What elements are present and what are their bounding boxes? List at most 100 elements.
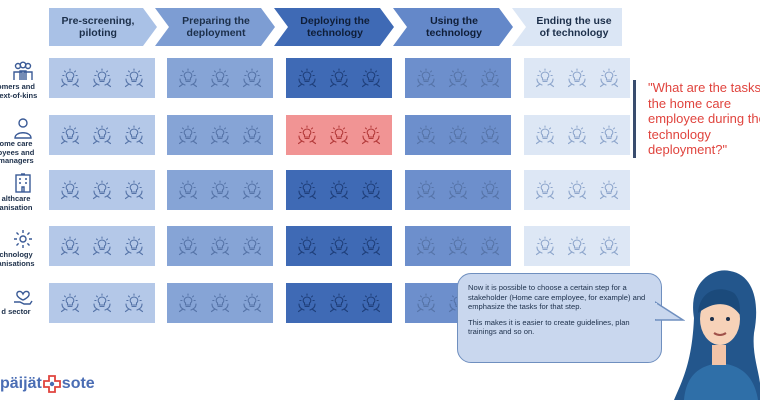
lightbulb-hand-icon: [329, 293, 349, 313]
lightbulb-hand-icon: [361, 293, 381, 313]
cross-logo-icon: [42, 375, 61, 393]
task-cell[interactable]: [49, 58, 155, 98]
lightbulb-hand-icon: [60, 68, 80, 88]
lightbulb-hand-icon: [210, 236, 230, 256]
task-cell[interactable]: [49, 283, 155, 323]
lightbulb-hand-icon: [567, 68, 587, 88]
lightbulb-hand-icon: [210, 68, 230, 88]
lightbulb-hand-icon: [448, 236, 468, 256]
stakeholder-1: omers andnext-of-kins: [0, 60, 46, 100]
lightbulb-hand-icon: [178, 236, 198, 256]
task-cell[interactable]: [286, 170, 392, 210]
lightbulb-hand-icon: [242, 68, 262, 88]
lightbulb-hand-icon: [92, 293, 112, 313]
lightbulb-hand-icon: [361, 68, 381, 88]
lightbulb-hand-icon: [297, 125, 317, 145]
lightbulb-hand-icon: [567, 236, 587, 256]
lightbulb-hand-icon: [361, 180, 381, 200]
task-cell[interactable]: [49, 115, 155, 155]
lightbulb-hand-icon: [416, 236, 436, 256]
stakeholder-label: ome care: [0, 139, 33, 148]
lightbulb-hand-icon: [124, 68, 144, 88]
task-cell[interactable]: [286, 226, 392, 266]
lightbulb-hand-icon: [567, 125, 587, 145]
lightbulb-hand-icon: [92, 125, 112, 145]
task-cell[interactable]: [286, 58, 392, 98]
phase-1: Pre-screening, piloting: [49, 8, 157, 46]
lightbulb-hand-icon: [416, 125, 436, 145]
lightbulb-hand-icon: [599, 125, 619, 145]
lightbulb-hand-icon: [535, 180, 555, 200]
task-cell[interactable]: [167, 58, 273, 98]
speech-bubble: Now it is possible to choose a certain s…: [457, 273, 662, 363]
speech-paragraph-1: Now it is possible to choose a certain s…: [468, 283, 646, 312]
task-cell[interactable]: [405, 170, 511, 210]
lightbulb-hand-icon: [416, 293, 436, 313]
task-cell[interactable]: [405, 115, 511, 155]
speech-paragraph-2: This makes it is easier to create guidel…: [468, 317, 630, 337]
phase-2: Preparing the deployment: [155, 8, 275, 46]
lightbulb-hand-icon: [416, 68, 436, 88]
stakeholder-label: anisation: [0, 202, 33, 212]
lightbulb-hand-icon: [297, 68, 317, 88]
people-group-icon: [13, 61, 33, 80]
lightbulb-hand-icon: [92, 180, 112, 200]
lightbulb-hand-icon: [480, 180, 500, 200]
task-cell[interactable]: [49, 226, 155, 266]
task-cell[interactable]: [524, 58, 630, 98]
stakeholder-label: oyees and: [0, 147, 35, 157]
lightbulb-hand-icon: [361, 236, 381, 256]
task-cell[interactable]: [167, 283, 273, 323]
stakeholder-label: chnology: [0, 250, 33, 259]
task-cell[interactable]: [286, 283, 392, 323]
lightbulb-hand-icon: [599, 236, 619, 256]
task-cell[interactable]: [49, 170, 155, 210]
lightbulb-hand-icon: [210, 180, 230, 200]
lightbulb-hand-icon: [599, 68, 619, 88]
lightbulb-hand-icon: [480, 68, 500, 88]
lightbulb-hand-icon: [329, 125, 349, 145]
lightbulb-hand-icon: [60, 293, 80, 313]
stakeholder-label: omers and: [0, 82, 35, 91]
task-cell[interactable]: [524, 226, 630, 266]
task-cell[interactable]: [405, 58, 511, 98]
task-cell[interactable]: [405, 226, 511, 266]
lightbulb-hand-icon: [448, 68, 468, 88]
lightbulb-hand-icon: [124, 293, 144, 313]
task-cell[interactable]: [167, 226, 273, 266]
lightbulb-hand-icon: [124, 236, 144, 256]
lightbulb-hand-icon: [124, 180, 144, 200]
lightbulb-hand-icon: [329, 180, 349, 200]
phase-3: Deploying the technology: [274, 8, 394, 46]
paijat-sote-logo: päijät sote: [0, 374, 95, 394]
lightbulb-hand-icon: [416, 180, 436, 200]
lightbulb-hand-icon: [480, 236, 500, 256]
phase-5: Ending the use of technology: [512, 8, 622, 46]
task-cell[interactable]: [524, 170, 630, 210]
lightbulb-hand-icon: [178, 293, 198, 313]
lightbulb-hand-icon: [242, 293, 262, 313]
logo-left-text: päijät: [0, 375, 42, 392]
task-cell[interactable]: [286, 115, 392, 155]
gear-icon: [14, 230, 32, 248]
lightbulb-hand-icon: [297, 293, 317, 313]
task-cell[interactable]: [167, 115, 273, 155]
lightbulb-hand-icon: [242, 125, 262, 145]
task-cell[interactable]: [167, 170, 273, 210]
lightbulb-hand-icon: [92, 68, 112, 88]
stakeholder-label: anisations: [0, 258, 35, 268]
lightbulb-hand-icon: [361, 125, 381, 145]
lightbulb-hand-icon: [448, 125, 468, 145]
person-icon: [14, 118, 32, 139]
stakeholder-label: managers: [0, 156, 34, 165]
lightbulb-hand-icon: [599, 180, 619, 200]
logo-right-text: sote: [61, 375, 95, 392]
lightbulb-hand-icon: [92, 236, 112, 256]
lightbulb-hand-icon: [329, 236, 349, 256]
stakeholder-label: next-of-kins: [0, 90, 38, 100]
lightbulb-hand-icon: [210, 125, 230, 145]
task-cell[interactable]: [524, 115, 630, 155]
